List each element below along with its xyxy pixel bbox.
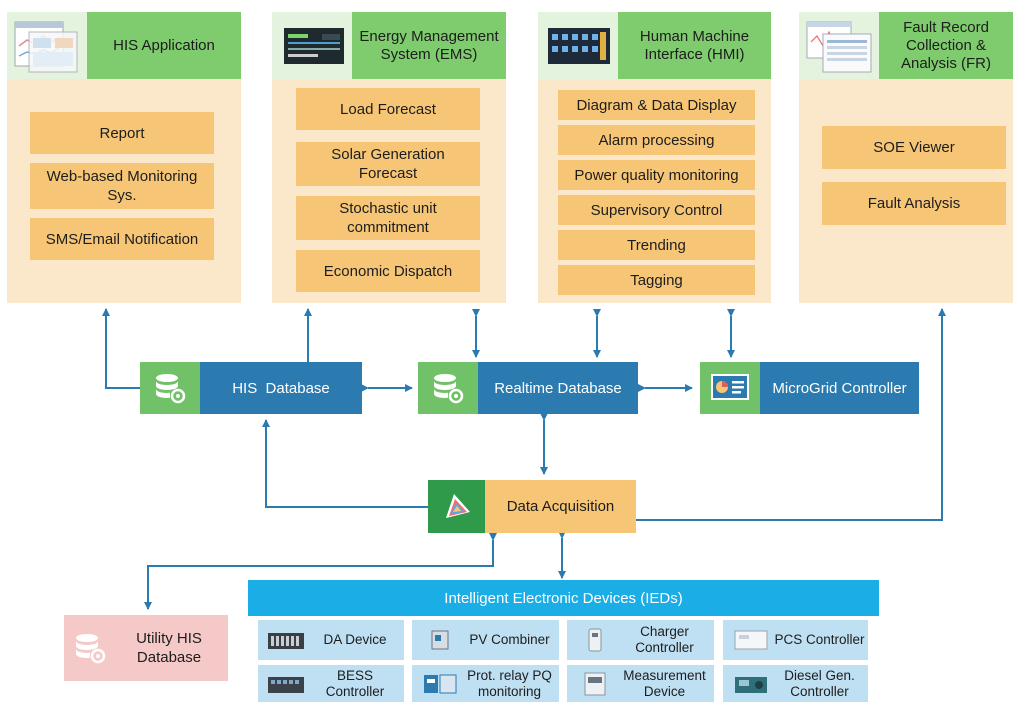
panel-his-application-header: HIS Application bbox=[7, 12, 241, 79]
his-app-sms-email[interactable]: SMS/Email Notification bbox=[30, 218, 214, 260]
realtime-database-label: Realtime Database bbox=[478, 362, 638, 414]
ied-header-bar: Intelligent Electronic Devices (IEDs) bbox=[248, 580, 879, 616]
his-app-report[interactable]: Report bbox=[30, 112, 214, 154]
hmi-diagram-display[interactable]: Diagram & Data Display bbox=[558, 90, 755, 120]
fault-record-thumbnail-icon bbox=[799, 12, 879, 79]
hmi-tagging[interactable]: Tagging bbox=[558, 265, 755, 295]
his-database[interactable]: HIS Database bbox=[140, 362, 362, 414]
data-acquisition-label: Data Acquisition bbox=[485, 480, 636, 533]
arrow-acquisition-to-utility bbox=[144, 533, 497, 610]
fault-record-title: Fault Record Collection & Analysis (FR) bbox=[900, 18, 991, 72]
arrow-his-db-to-his-app bbox=[102, 308, 140, 389]
utility-his-database[interactable]: Utility HIS Database bbox=[64, 615, 228, 681]
bess-controller-label: BESS Controller bbox=[325, 667, 385, 699]
fr-fault-analysis[interactable]: Fault Analysis bbox=[822, 182, 1006, 225]
his-application-thumbnail-icon bbox=[7, 12, 87, 79]
arrow-acquisition-to-his-db bbox=[262, 419, 428, 508]
pcs-controller-label: PCS Controller bbox=[774, 632, 865, 647]
measurement-device-label: Measurement Device bbox=[623, 667, 706, 699]
ems-solar-forecast[interactable]: Solar Generation Forecast bbox=[296, 142, 480, 186]
microgrid-controller[interactable]: MicroGrid Controller bbox=[700, 362, 919, 414]
diesel-generator-icon bbox=[731, 671, 771, 697]
ems-economic-dispatch[interactable]: Economic Dispatch bbox=[296, 250, 480, 292]
da-device-icon bbox=[266, 627, 306, 653]
panel-ems-header: Energy Management System (EMS) bbox=[272, 12, 506, 79]
panel-hmi-header: Human Machine Interface (HMI) bbox=[538, 12, 771, 79]
hmi-trending[interactable]: Trending bbox=[558, 230, 755, 260]
da-device-label: DA Device bbox=[323, 632, 387, 647]
prot-relay-label: Prot. relay PQ monitoring bbox=[467, 667, 552, 699]
ems-thumbnail-icon bbox=[272, 12, 352, 79]
his-application-title: HIS Application bbox=[113, 36, 215, 54]
ied-da-device[interactable]: DA Device bbox=[258, 620, 404, 660]
ems-title: Energy Management System (EMS) bbox=[359, 27, 499, 63]
monitor-dashboard-icon bbox=[700, 362, 760, 414]
bess-controller-icon bbox=[266, 671, 306, 697]
his-app-web-monitoring[interactable]: Web-based Monitoring Sys. bbox=[30, 163, 214, 209]
microgrid-controller-label: MicroGrid Controller bbox=[760, 362, 919, 414]
ems-stochastic-commitment[interactable]: Stochastic unit commitment bbox=[296, 196, 480, 240]
ied-prot-relay[interactable]: Prot. relay PQ monitoring bbox=[412, 665, 559, 702]
pv-combiner-icon bbox=[420, 627, 460, 653]
his-database-label: HIS Database bbox=[200, 362, 362, 414]
charger-controller-label: Charger Controller bbox=[635, 624, 694, 655]
ied-diesel-gen-controller[interactable]: Diesel Gen. Controller bbox=[723, 665, 868, 702]
pv-combiner-label: PV Combiner bbox=[469, 632, 550, 647]
utility-database-icon bbox=[64, 631, 116, 665]
database-gear-icon bbox=[140, 362, 200, 414]
realtime-database[interactable]: Realtime Database bbox=[418, 362, 638, 414]
ems-load-forecast[interactable]: Load Forecast bbox=[296, 88, 480, 130]
panel-fault-record-header: Fault Record Collection & Analysis (FR) bbox=[799, 12, 1013, 79]
data-acquisition[interactable]: Data Acquisition bbox=[428, 480, 636, 533]
hmi-alarm-processing[interactable]: Alarm processing bbox=[558, 125, 755, 155]
arrow-acquisition-to-fr bbox=[636, 308, 946, 521]
fr-soe-viewer[interactable]: SOE Viewer bbox=[822, 126, 1006, 169]
data-acquisition-icon bbox=[428, 480, 485, 533]
database-gear-icon bbox=[418, 362, 478, 414]
measurement-device-icon bbox=[575, 671, 615, 697]
hmi-title: Human Machine Interface (HMI) bbox=[639, 27, 750, 63]
hmi-thumbnail-icon bbox=[538, 12, 618, 79]
ied-pcs-controller[interactable]: PCS Controller bbox=[723, 620, 868, 660]
prot-relay-icon bbox=[420, 671, 460, 697]
utility-his-database-label: Utility HIS Database bbox=[136, 630, 202, 666]
charger-controller-icon bbox=[575, 627, 615, 653]
hmi-supervisory-control[interactable]: Supervisory Control bbox=[558, 195, 755, 225]
hmi-power-quality[interactable]: Power quality monitoring bbox=[558, 160, 755, 190]
diesel-gen-controller-label: Diesel Gen. Controller bbox=[784, 667, 855, 699]
ied-charger-controller[interactable]: Charger Controller bbox=[567, 620, 714, 660]
ied-bess-controller[interactable]: BESS Controller bbox=[258, 665, 404, 702]
ied-pv-combiner[interactable]: PV Combiner bbox=[412, 620, 559, 660]
ied-measurement-device[interactable]: Measurement Device bbox=[567, 665, 714, 702]
pcs-controller-icon bbox=[731, 627, 771, 653]
